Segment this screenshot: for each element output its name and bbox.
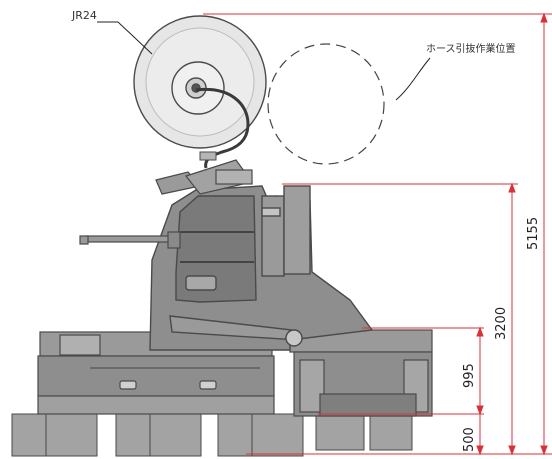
block-right [217, 413, 304, 457]
dim-body-height: 3200 [494, 307, 509, 340]
chassis-slot-left [119, 380, 137, 390]
block-front-b [369, 413, 413, 451]
main-body [149, 185, 374, 351]
body-panel-window [185, 275, 217, 291]
block-mid [115, 413, 202, 457]
leader-lines [97, 21, 431, 101]
hose-pull-position-outline [267, 43, 385, 165]
chassis-slot-right [199, 380, 217, 390]
block-front-a [315, 413, 365, 451]
front-frame [289, 329, 433, 417]
ground-blocks [11, 413, 413, 457]
dimension-lines [203, 12, 552, 456]
hose-position-label: ホース引抜作業位置 [426, 42, 516, 55]
block-left [11, 413, 98, 457]
dim-total-height: 5155 [526, 217, 541, 250]
dim-frame-height: 995 [462, 363, 477, 388]
reel-model-label: JR24 [71, 9, 97, 22]
side-boom [79, 231, 181, 249]
dim-base-height: 500 [462, 427, 477, 452]
hose [195, 87, 250, 169]
reel-support [155, 159, 254, 195]
hose-reel [133, 15, 267, 149]
arm-pivot [285, 329, 303, 347]
